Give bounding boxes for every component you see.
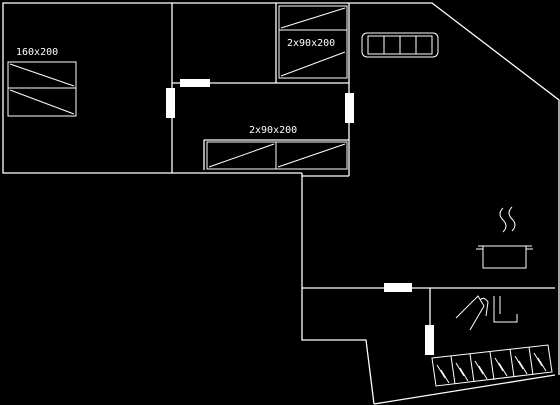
cooking-pot-icon (476, 206, 533, 269)
label-bed-left: 160x200 (16, 47, 58, 58)
label-bed-top-right: 2x90x200 (287, 38, 335, 49)
label-bed-middle: 2x90x200 (249, 125, 297, 136)
door-3 (345, 93, 354, 123)
outer-wall-upper (2, 2, 560, 375)
doors (166, 79, 434, 355)
outer-wall-right-bottom (373, 374, 556, 405)
door-2 (166, 88, 175, 118)
sofa-icon (361, 32, 439, 58)
stair-steps-icon (431, 344, 553, 387)
door-4 (384, 283, 412, 292)
door-1 (180, 79, 210, 87)
kitchen-tap-icon (455, 295, 518, 331)
outer-wall-lower (301, 173, 375, 405)
bed-middle (206, 141, 348, 170)
door-5 (425, 325, 434, 355)
bed-top-right (278, 5, 348, 79)
bed-left (7, 61, 77, 117)
